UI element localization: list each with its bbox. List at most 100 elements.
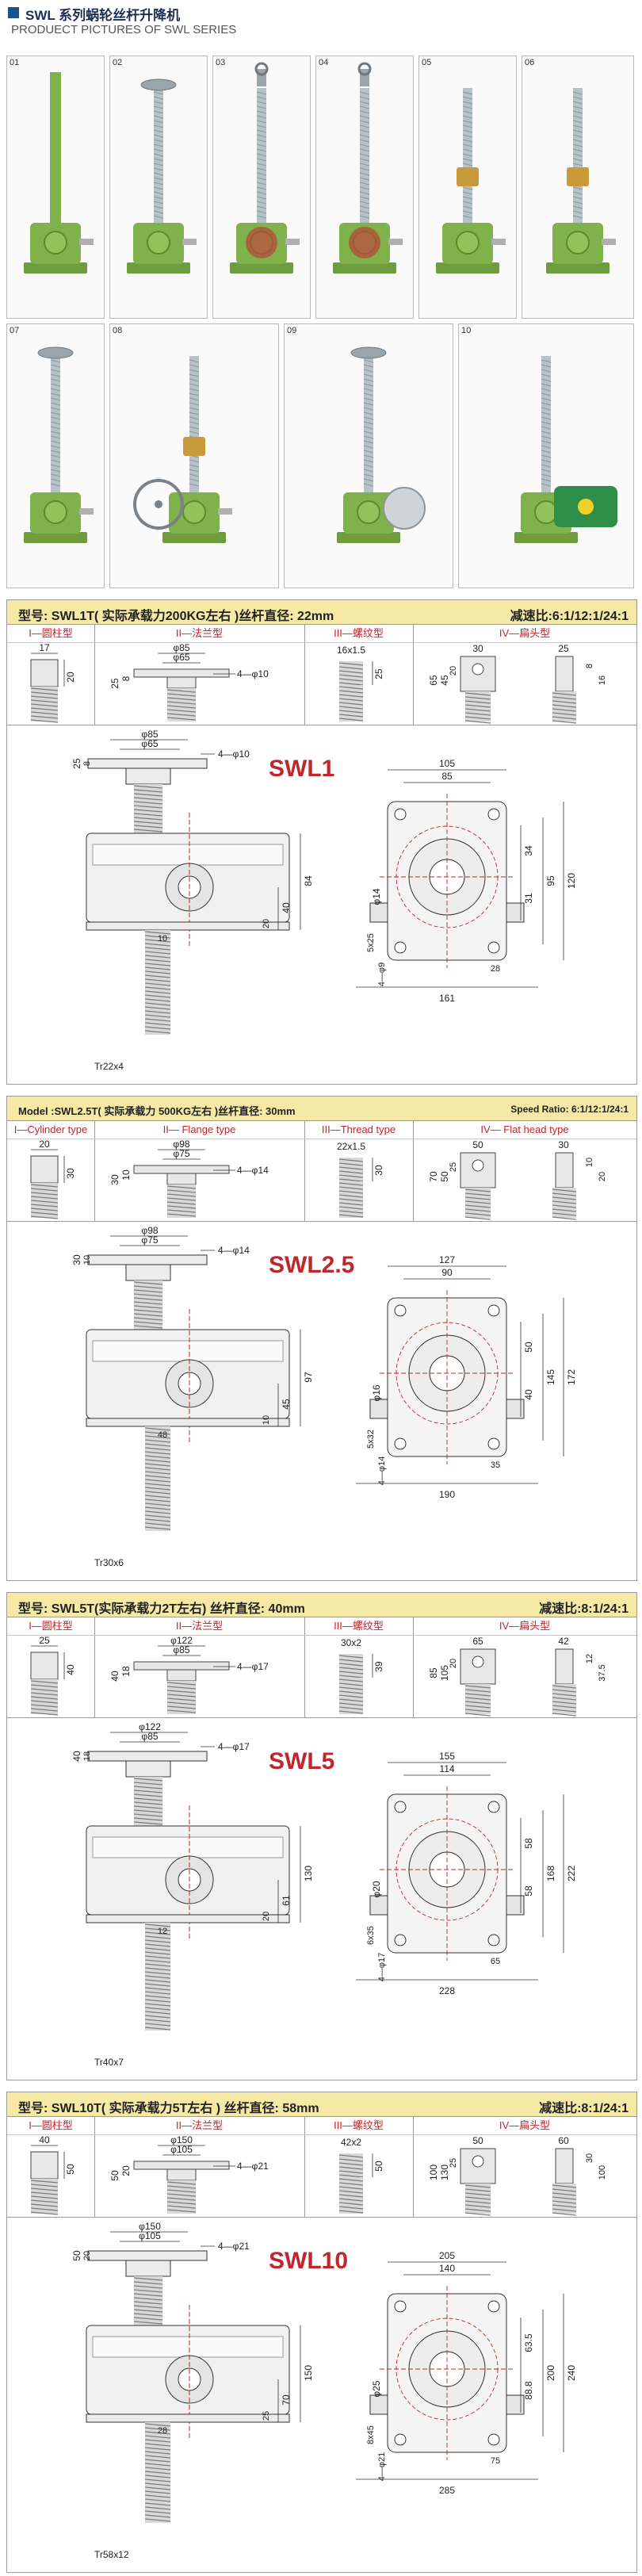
dimension-label: 65 — [428, 675, 439, 686]
product-photo-10: 10 — [458, 323, 634, 588]
dimension-label: 20 — [262, 1912, 271, 1921]
dimension-label: 12 — [585, 1654, 594, 1663]
dimension-label: 105 — [439, 758, 455, 769]
model-name: SWL5 — [269, 1748, 335, 1774]
type-drawing: 16x1.525 — [337, 645, 384, 722]
dimension-label: 30 — [472, 643, 483, 654]
dimension-label: 25 — [71, 758, 82, 769]
screw-spec: Tr30x6 — [94, 1557, 124, 1568]
product-illustration — [230, 62, 300, 274]
dimension-label: 58 — [523, 1838, 534, 1849]
type-label: I—圆柱型 — [7, 1617, 94, 1636]
product-illustration — [133, 356, 232, 543]
dimension-label: 30 — [65, 1168, 76, 1179]
dimension-label: 30 — [373, 1165, 384, 1176]
dimension-label: 6x35 — [366, 1926, 376, 1945]
type-label: I—Cylinder type — [7, 1121, 94, 1139]
section-title: Model :SWL2.5T( 实际承载力 500KG左右 )丝杆直径: 30m… — [18, 1105, 296, 1117]
dimension-label: 10 — [585, 1158, 594, 1167]
dimension-label: 50 — [373, 2161, 384, 2172]
dimension-label: 97 — [303, 1372, 314, 1383]
dimension-label: 155 — [439, 1751, 455, 1762]
dimension-label: 4—φ21 — [218, 2241, 250, 2252]
dimension-label: φ16 — [371, 1384, 382, 1401]
dimension-label: 70 — [281, 2394, 292, 2406]
dimension-label: 61 — [281, 1895, 292, 1906]
dimension-label: 205 — [439, 2250, 455, 2261]
dimension-label: 63.5 — [523, 2333, 534, 2352]
dimension-label: 8 — [585, 664, 594, 668]
dimension-label: 30 — [109, 1174, 120, 1185]
section-title-bar: 型号: SWL5T(实际承载力2T左右) 丝杆直径: 40mm 减速比:8:1/2… — [7, 1593, 636, 1617]
photo-number: 05 — [422, 58, 432, 67]
dimension-label: 40 — [71, 1751, 82, 1762]
dimension-label: φ85 — [173, 642, 189, 653]
section-title-bar: Model :SWL2.5T( 实际承载力 500KG左右 )丝杆直径: 30m… — [7, 1097, 636, 1121]
product-photo-8: 08 — [109, 323, 279, 588]
dimension-label: 65 — [472, 1636, 483, 1647]
type-label: IV— Flat head type — [413, 1121, 636, 1139]
type-label: II—法兰型 — [94, 1617, 304, 1636]
screw-rod — [134, 2276, 162, 2325]
type-label: III—Thread type — [304, 1121, 413, 1139]
type-label: II— Flange type — [94, 1121, 304, 1139]
dimension-label: 285 — [439, 2485, 455, 2496]
dimension-label: 58 — [523, 1885, 534, 1897]
dimension-label: 150 — [303, 2365, 314, 2381]
dimension-label: 100 — [598, 2165, 607, 2180]
dimension-label: 88.8 — [523, 2381, 534, 2400]
dimension-label: 4—φ14 — [237, 1165, 269, 1176]
product-illustration — [333, 62, 403, 274]
dimension-label: 4—φ10 — [218, 748, 250, 760]
speed-ratio: 减速比:8:1/24:1 — [539, 2102, 629, 2115]
dimension-label: 114 — [439, 1763, 454, 1774]
photo-number: 08 — [113, 326, 123, 335]
product-illustration — [514, 356, 617, 543]
screw-rod — [134, 784, 162, 833]
dimension-label: 10 — [120, 1169, 132, 1181]
dimension-label: 4—φ21 — [237, 2161, 269, 2172]
dimension-label: 5x25 — [366, 933, 376, 952]
dimension-label: φ85 — [141, 729, 158, 740]
dimension-label: 39 — [373, 1661, 384, 1672]
photo-number: 06 — [525, 58, 535, 67]
dimension-label: 50 — [523, 1342, 534, 1353]
dimension-label: 50 — [109, 2170, 120, 2181]
dimension-label: φ150 — [170, 2134, 193, 2145]
dimension-label: 18 — [82, 1751, 92, 1761]
dimension-label: 20 — [82, 2251, 92, 2260]
dimension-label: 20 — [262, 919, 271, 928]
type-label: III—螺纹型 — [304, 625, 413, 643]
product-photo-3: 03 — [212, 56, 311, 319]
dimension-label: 48 — [158, 1430, 167, 1440]
dimension-label: 145 — [545, 1369, 556, 1385]
speed-ratio: Speed Ratio: 6:1/12:1/24:1 — [510, 1104, 629, 1115]
product-illustration — [436, 88, 506, 274]
dimension-label: φ98 — [173, 1139, 189, 1150]
section-title: 型号: SWL5T(实际承载力2T左右) 丝杆直径: 40mm — [18, 1602, 305, 1616]
dimension-label: 25 — [449, 2158, 458, 2168]
dimension-label: 168 — [545, 1866, 556, 1881]
product-illustration — [127, 78, 197, 274]
type-label: I—圆柱型 — [7, 2117, 94, 2135]
dimension-label: 30 — [585, 2153, 594, 2163]
speed-ratio: 减速比:8:1/24:1 — [539, 1602, 629, 1616]
